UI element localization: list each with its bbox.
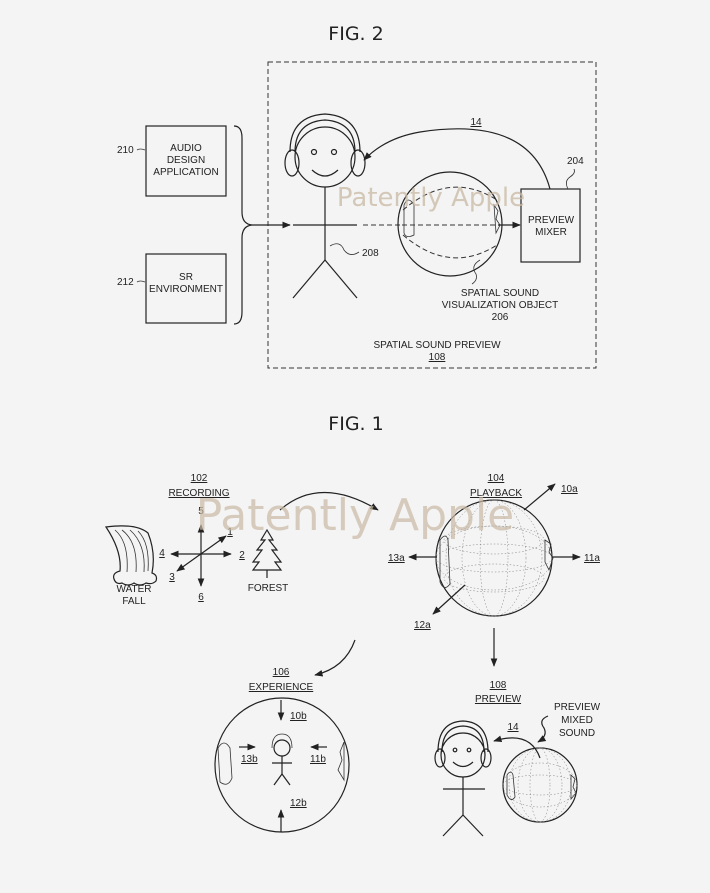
- ref-206: 206: [492, 312, 509, 323]
- playback-to-experience-arrow: [314, 639, 356, 677]
- ref-102: 102: [191, 473, 208, 484]
- forest-tree-icon: FOREST: [248, 528, 289, 594]
- spatial-sound-preview-label: SPATIAL SOUND PREVIEW: [373, 340, 501, 351]
- label-11a: 11a: [584, 553, 600, 564]
- forest-label: FOREST: [248, 583, 289, 594]
- waterfall-line-1: WATER: [117, 584, 152, 595]
- sr-env-line-1: SR: [179, 272, 193, 283]
- preview-arrow-14: [493, 735, 541, 759]
- axis-4: 4: [159, 548, 165, 559]
- ref-204: 204: [567, 156, 584, 167]
- label-10b: 10b: [290, 711, 307, 722]
- sr-environment-block: SR ENVIRONMENT 212: [117, 253, 227, 324]
- recording-label: RECORDING: [168, 488, 229, 499]
- mixed-sound-line-3: SOUND: [559, 728, 595, 739]
- fig2-title: FIG. 2: [328, 23, 383, 45]
- axis-2: 2: [239, 550, 245, 561]
- ref-108-fig1: 108: [490, 680, 507, 691]
- label-10a: 10a: [561, 484, 578, 495]
- audio-design-line-1: AUDIO: [170, 143, 202, 154]
- recording-to-playback-arrow: [279, 492, 379, 511]
- label-12b: 12b: [290, 798, 307, 809]
- preview-mixer-line-2: MIXER: [535, 227, 567, 238]
- user-figure-208: 208: [284, 113, 379, 299]
- viz-object-line-2: VISUALIZATION OBJECT: [442, 300, 559, 311]
- ref-14-fig1: 14: [507, 722, 519, 733]
- fig1-title: FIG. 1: [328, 413, 383, 435]
- spatial-sound-visualization-object: SPATIAL SOUND VISUALIZATION OBJECT 206: [397, 171, 559, 323]
- mixed-sound-line-2: MIXED: [561, 715, 593, 726]
- feedback-arrow-14: [363, 128, 551, 190]
- ref-106: 106: [273, 667, 290, 678]
- axis-3: 3: [169, 572, 175, 583]
- playback-label: PLAYBACK: [470, 488, 522, 499]
- ref-108-fig2: 108: [429, 352, 446, 363]
- vector-12a: [432, 584, 466, 615]
- watermark-fig1: Patently Apple: [196, 490, 514, 541]
- spatial-sound-preview-box: [267, 61, 597, 369]
- axis-5: 5: [198, 506, 204, 517]
- recording-axes: 5 1 2 4 3 6: [159, 506, 245, 603]
- ref-104: 104: [488, 473, 505, 484]
- watermark-fig2: Patently Apple: [337, 183, 525, 213]
- axis-6: 6: [198, 592, 204, 603]
- preview-mixer-line-1: PREVIEW: [528, 215, 575, 226]
- axis-1: 1: [227, 527, 233, 538]
- ref-14-fig2: 14: [470, 117, 482, 128]
- ref-208: 208: [362, 248, 379, 259]
- ref-212: 212: [117, 277, 134, 288]
- vector-10a: [523, 483, 556, 511]
- mixed-sound-pointer: [537, 715, 549, 743]
- experience-label: EXPERIENCE: [249, 682, 314, 693]
- mixed-sound-line-1: PREVIEW: [554, 702, 601, 713]
- preview-label: PREVIEW: [475, 694, 522, 705]
- playback-sphere: [435, 499, 554, 617]
- waterfall-icon: WATER FALL: [104, 525, 158, 607]
- input-brace: [233, 125, 253, 325]
- label-12a: 12a: [414, 620, 431, 631]
- label-11b: 11b: [310, 754, 326, 765]
- preview-user-figure: [434, 720, 492, 837]
- audio-design-line-3: APPLICATION: [153, 167, 218, 178]
- waterfall-line-2: FALL: [122, 596, 146, 607]
- sr-env-line-2: ENVIRONMENT: [149, 284, 223, 295]
- audio-design-line-2: DESIGN: [167, 155, 205, 166]
- preview-mixer-block: PREVIEW MIXER 204: [520, 156, 584, 263]
- label-13a: 13a: [388, 553, 405, 564]
- viz-object-line-1: SPATIAL SOUND: [461, 288, 539, 299]
- preview-sphere: [502, 747, 578, 823]
- experience-sphere: [214, 697, 350, 833]
- label-13b: 13b: [241, 754, 258, 765]
- audio-design-application-block: AUDIO DESIGN APPLICATION 210: [117, 125, 227, 197]
- ref-210: 210: [117, 145, 134, 156]
